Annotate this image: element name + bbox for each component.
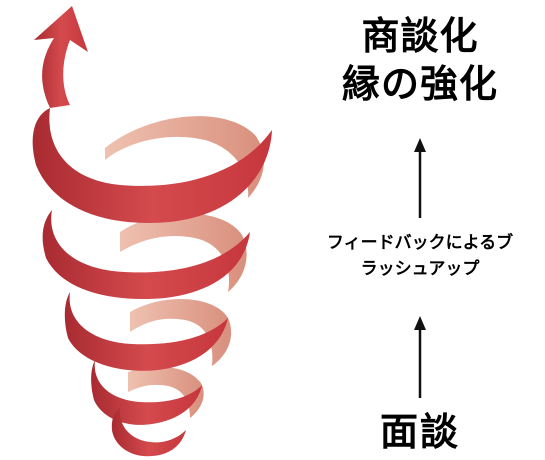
spiral-front-bands xyxy=(32,6,272,457)
spiral-back-bands xyxy=(105,116,264,418)
spiral-arrowhead xyxy=(34,6,88,108)
up-arrow-icon xyxy=(414,316,426,398)
process-label-line-1: フィードバックによるブ xyxy=(326,233,514,253)
upward-spiral-arrow-icon xyxy=(32,6,272,457)
goal-title-line-2: 縁の強化 xyxy=(341,62,498,106)
up-arrow-icon xyxy=(414,138,426,218)
start-title: 面談 xyxy=(379,410,460,454)
process-label-line-2: ラッシュアップ xyxy=(360,259,480,279)
flow-arrows xyxy=(414,138,426,398)
goal-title-line-1: 商談化 xyxy=(361,14,479,58)
